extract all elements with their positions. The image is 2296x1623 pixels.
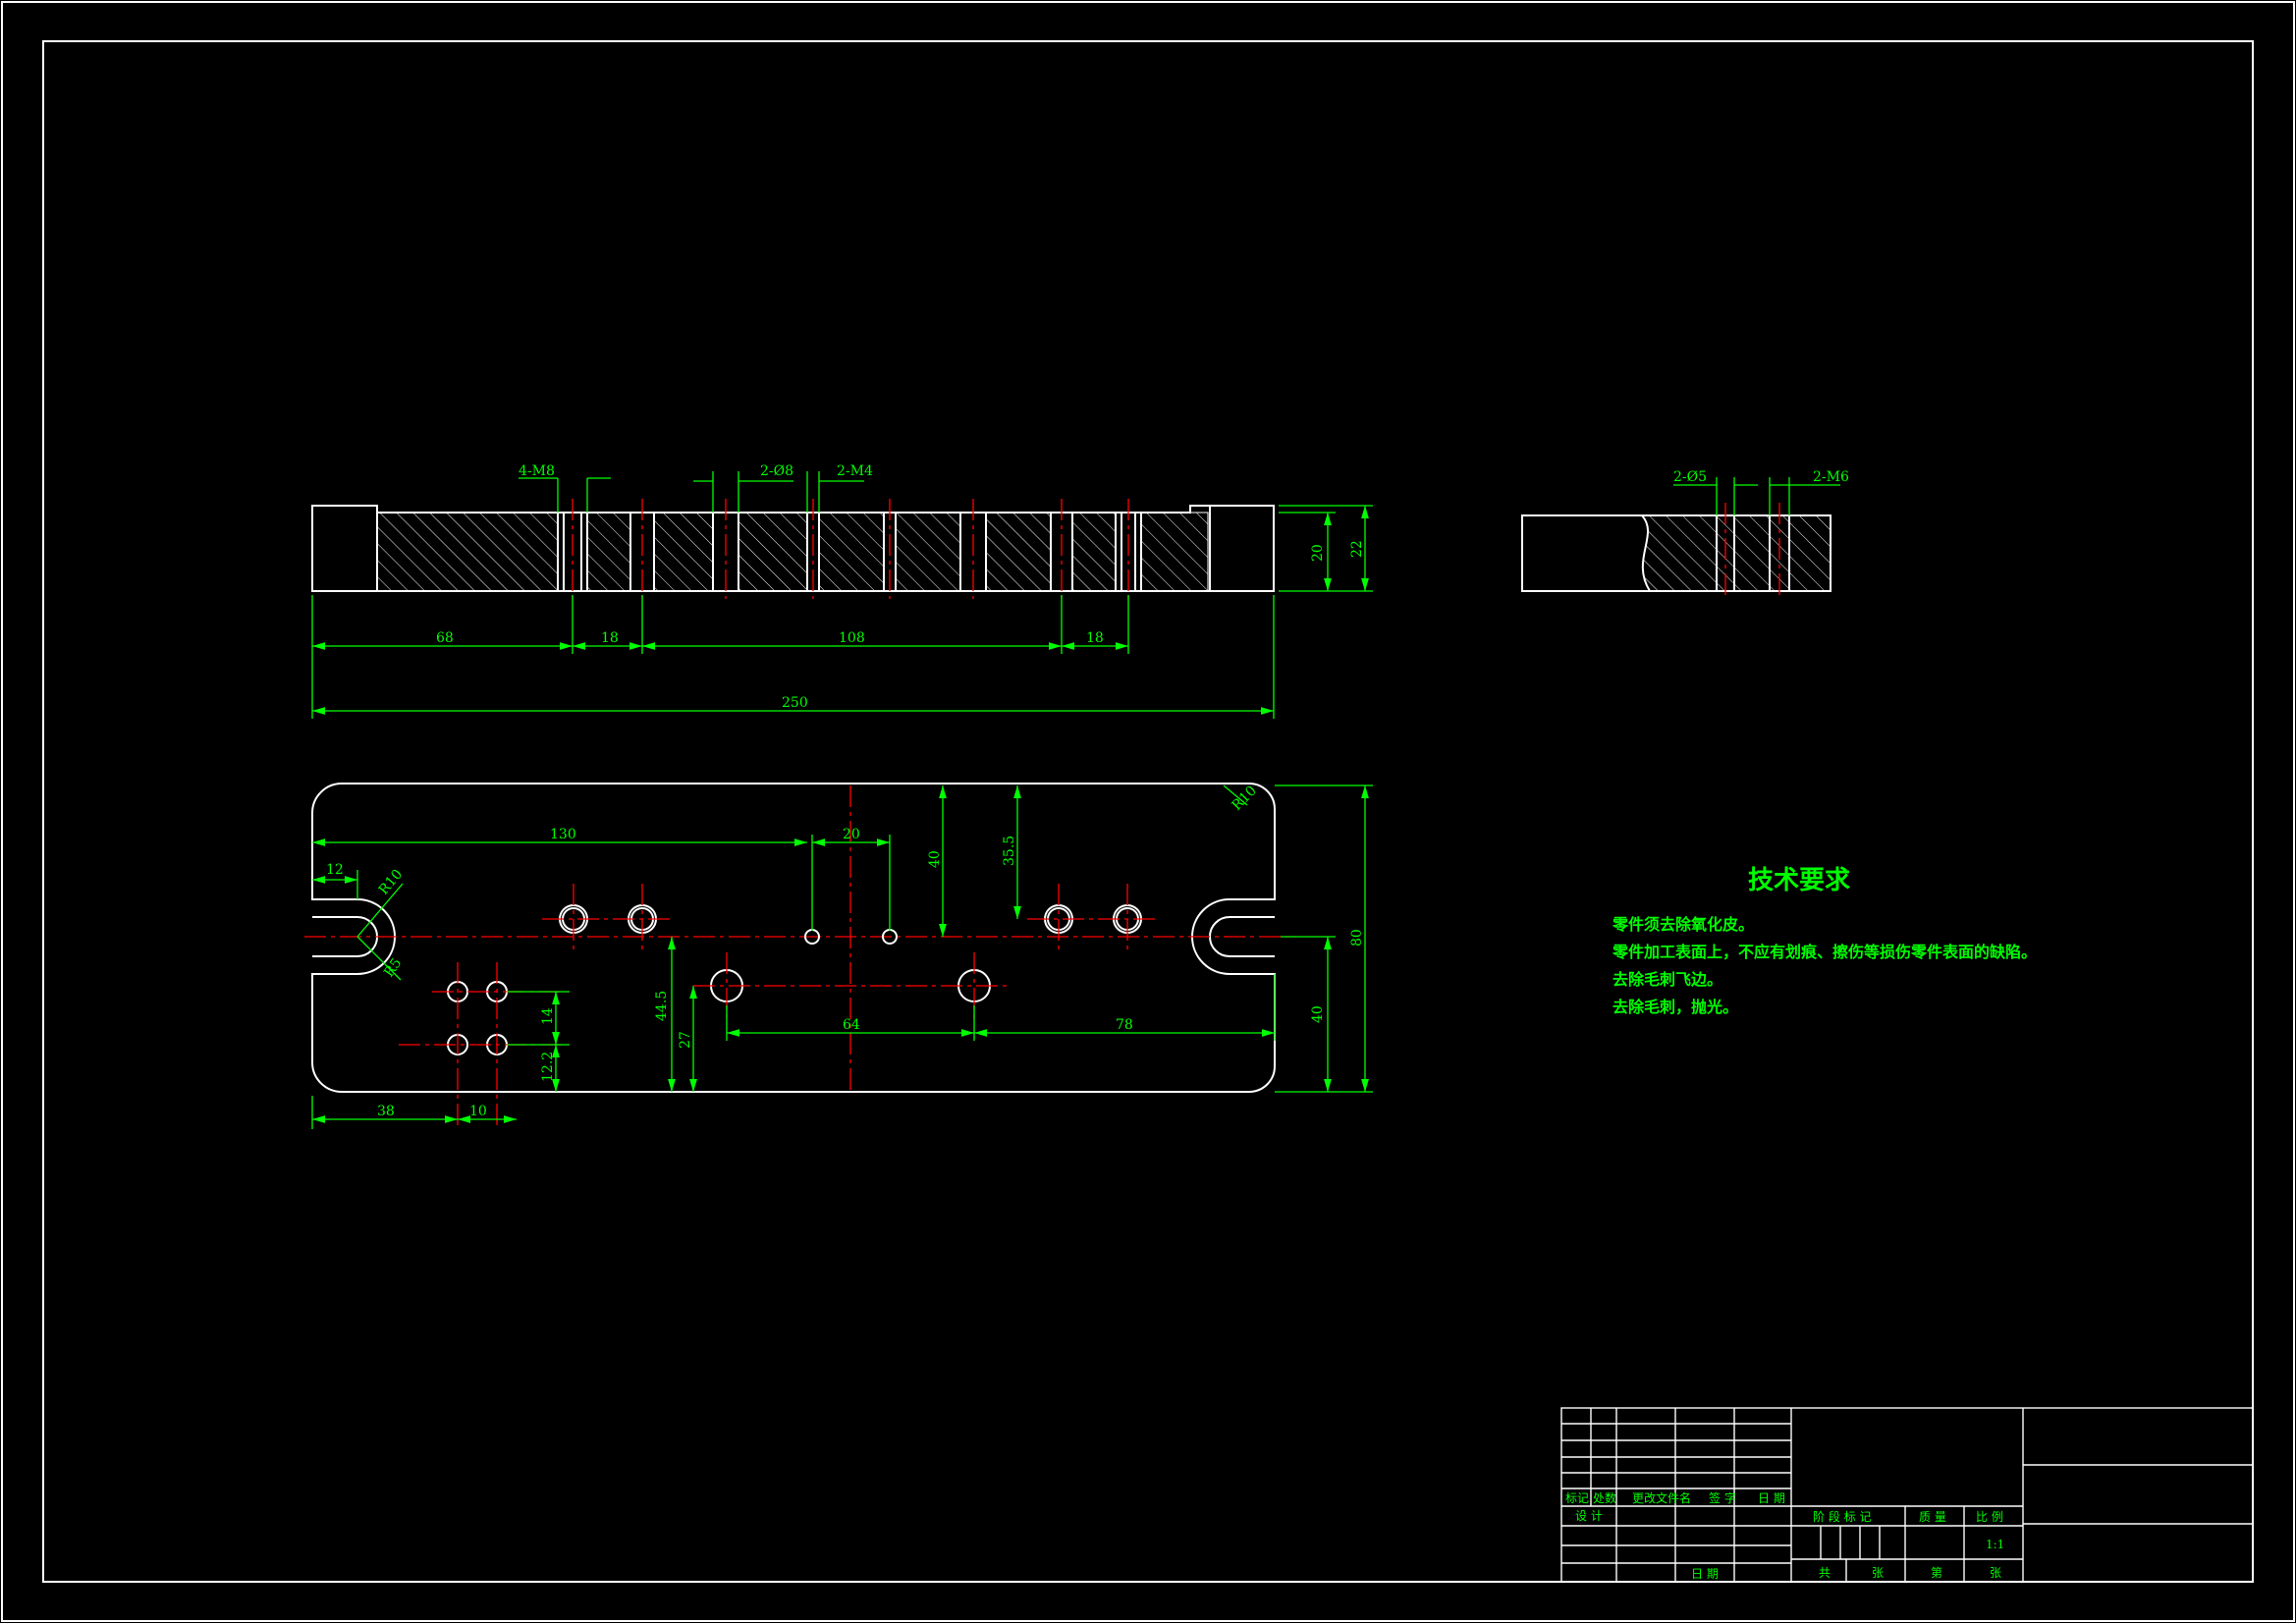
dim-14: 14 [540, 1007, 556, 1025]
tb-sheet-no: 第 [1931, 1566, 1942, 1580]
tb-sheet-unit2: 张 [1990, 1566, 2001, 1580]
tech-requirement-2: 零件加工表面上，不应有划痕、擦伤等损伤零件表面的缺陷。 [1613, 943, 2038, 961]
tb-sign: 签 字 [1709, 1490, 1736, 1505]
tech-requirement-3: 去除毛刺飞边。 [1613, 970, 1723, 989]
tb-date: 日 期 [1691, 1567, 1719, 1581]
dim-64: 64 [843, 1017, 860, 1033]
dim-40-top: 40 [927, 850, 943, 868]
hole-group-left [542, 884, 674, 952]
tb-design: 设 计 [1575, 1509, 1603, 1523]
dim-12-2: 12.2 [540, 1052, 556, 1082]
tb-sheet-unit: 张 [1872, 1566, 1884, 1580]
dim-68: 68 [436, 630, 454, 646]
dim-78: 78 [1116, 1017, 1133, 1033]
tb-scale-label: 比 例 [1976, 1510, 2003, 1524]
tech-requirements-title: 技术要求 [1748, 866, 1851, 895]
tech-requirement-4: 去除毛刺，抛光。 [1613, 998, 1739, 1016]
dim-108: 108 [839, 630, 865, 646]
front-view: 4-M8 2-Ø8 2-M4 68 18 108 18 250 20 22 [311, 463, 1373, 719]
dim-44-5: 44.5 [654, 991, 670, 1021]
inner-frame [42, 40, 2254, 1583]
dim-80: 80 [1349, 929, 1365, 947]
dim-38: 38 [377, 1104, 395, 1119]
dim-27: 27 [678, 1031, 693, 1049]
dim-40-bottom: 40 [1310, 1005, 1326, 1023]
tb-places: 处数 [1593, 1490, 1616, 1505]
dim-130: 130 [550, 827, 576, 842]
tb-scale-value: 1:1 [1986, 1538, 2004, 1551]
tb-weight: 质 量 [1919, 1510, 1946, 1524]
callout-2-m4: 2-M4 [837, 463, 873, 479]
callout-2-d5: 2-Ø5 [1673, 469, 1707, 485]
dim-r10-corner: R10 [1230, 783, 1260, 813]
dim-20: 20 [1310, 544, 1326, 562]
plan-view: 130 20 40 35.5 12 R10 R5 R10 80 40 44.5 … [304, 783, 1373, 1129]
callout-2-m6: 2-M6 [1813, 469, 1849, 485]
tech-requirement-1: 零件须去除氧化皮。 [1613, 915, 1755, 934]
hole-group-right [1027, 884, 1159, 952]
dim-250: 250 [782, 695, 808, 711]
dim-10: 10 [469, 1104, 487, 1119]
tb-mark: 标记 [1565, 1491, 1589, 1505]
dim-r5: R5 [381, 955, 405, 980]
tb-stage-mark: 阶 段 标 记 [1813, 1509, 1871, 1524]
tb-rev-date: 日 期 [1758, 1491, 1785, 1505]
callout-4-m8: 4-M8 [519, 463, 555, 479]
dim-20-plan: 20 [843, 827, 860, 842]
dim-r10-left: R10 [376, 867, 406, 898]
side-view: 2-Ø5 2-M6 [1521, 469, 1849, 599]
tb-sheets-total: 共 [1819, 1566, 1831, 1580]
dim-12: 12 [326, 862, 344, 878]
dim-18-left: 18 [601, 630, 619, 646]
tb-change-doc: 更改文件名 [1632, 1490, 1691, 1505]
dim-35-5: 35.5 [1002, 836, 1017, 866]
title-block: 标记 处数 更改文件名 签 字 日 期 设 计 日 期 阶 段 标 记 质 量 … [1560, 1407, 2254, 1583]
dim-18-right: 18 [1086, 630, 1104, 646]
callout-2-d8: 2-Ø8 [760, 463, 793, 479]
dim-22: 22 [1349, 540, 1365, 558]
